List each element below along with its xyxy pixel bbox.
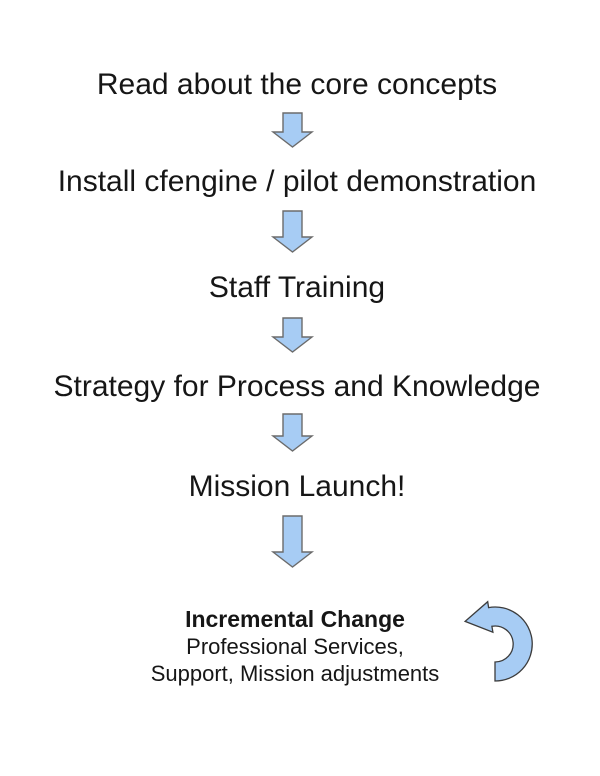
down-arrow-shape (270, 413, 315, 452)
down-arrow-icon (270, 112, 315, 148)
loop-arrow-shape (463, 600, 533, 682)
final-step-title: Incremental Change (185, 606, 405, 632)
down-arrow-icon (270, 413, 315, 452)
step-label-mission-launch: Mission Launch! (188, 470, 406, 503)
down-arrow-icon (270, 210, 315, 253)
final-step-line: Professional Services, (186, 634, 404, 659)
down-arrow-shape (270, 112, 315, 148)
loop-arrow-icon (463, 600, 533, 682)
step-label-staff-training: Staff Training (208, 271, 386, 304)
final-step-line: Support, Mission adjustments (150, 661, 440, 686)
down-arrow-icon (270, 515, 315, 568)
down-arrow-icon (270, 317, 315, 353)
down-arrow-shape (270, 210, 315, 253)
final-step: Incremental Change Professional Services… (0, 606, 590, 687)
step-label-install-cfengine: Install cfengine / pilot demonstration (57, 165, 537, 198)
step-label-strategy: Strategy for Process and Knowledge (53, 370, 541, 403)
step-label-read-concepts: Read about the core concepts (96, 68, 498, 101)
down-arrow-shape (270, 317, 315, 353)
down-arrow-shape (270, 515, 315, 568)
